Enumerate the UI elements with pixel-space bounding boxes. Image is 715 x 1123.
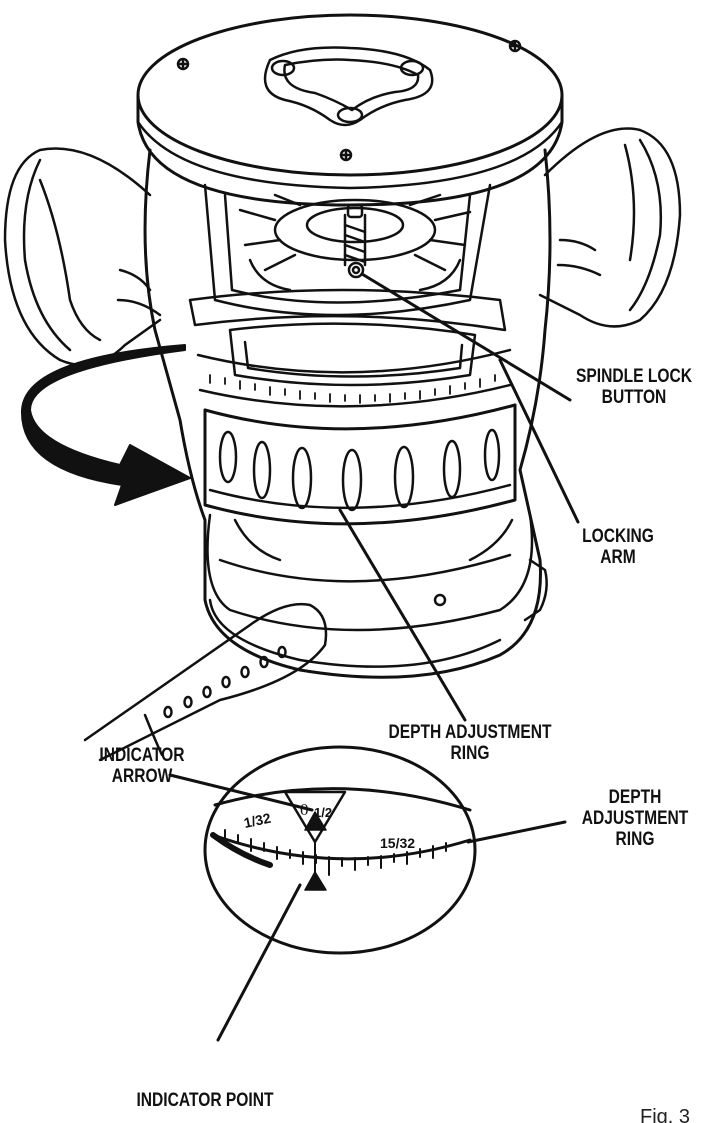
router-base [208,515,547,667]
top-plate [138,15,562,205]
callout-depth-adjustment-ring-detail: DEPTH ADJUSTMENT RING [578,787,693,850]
detail-magnifier: 1/32 0 1/2 15/32 [205,747,475,953]
scale-label-left: 1/32 [242,810,272,831]
depth-scale-band [198,350,510,406]
callout-depth-adjustment-ring: DEPTH ADJUSTMENT RING [368,722,573,764]
callout-indicator-point: INDICATOR POINT [123,1090,287,1111]
callout-locking-arm: LOCKING ARM [577,526,659,568]
depth-adjustment-ring [205,405,515,524]
right-handle [540,128,680,326]
callout-spindle-lock-button: SPINDLE LOCK BUTTON [568,366,699,408]
figure-label: Fig. 3 [640,1106,690,1123]
scale-label-right: 15/32 [380,835,415,851]
left-handle [5,148,160,365]
power-cord [85,604,326,760]
scale-label-half: 1/2 [314,805,332,820]
callout-indicator-arrow: INDICATOR ARROW [93,745,191,787]
